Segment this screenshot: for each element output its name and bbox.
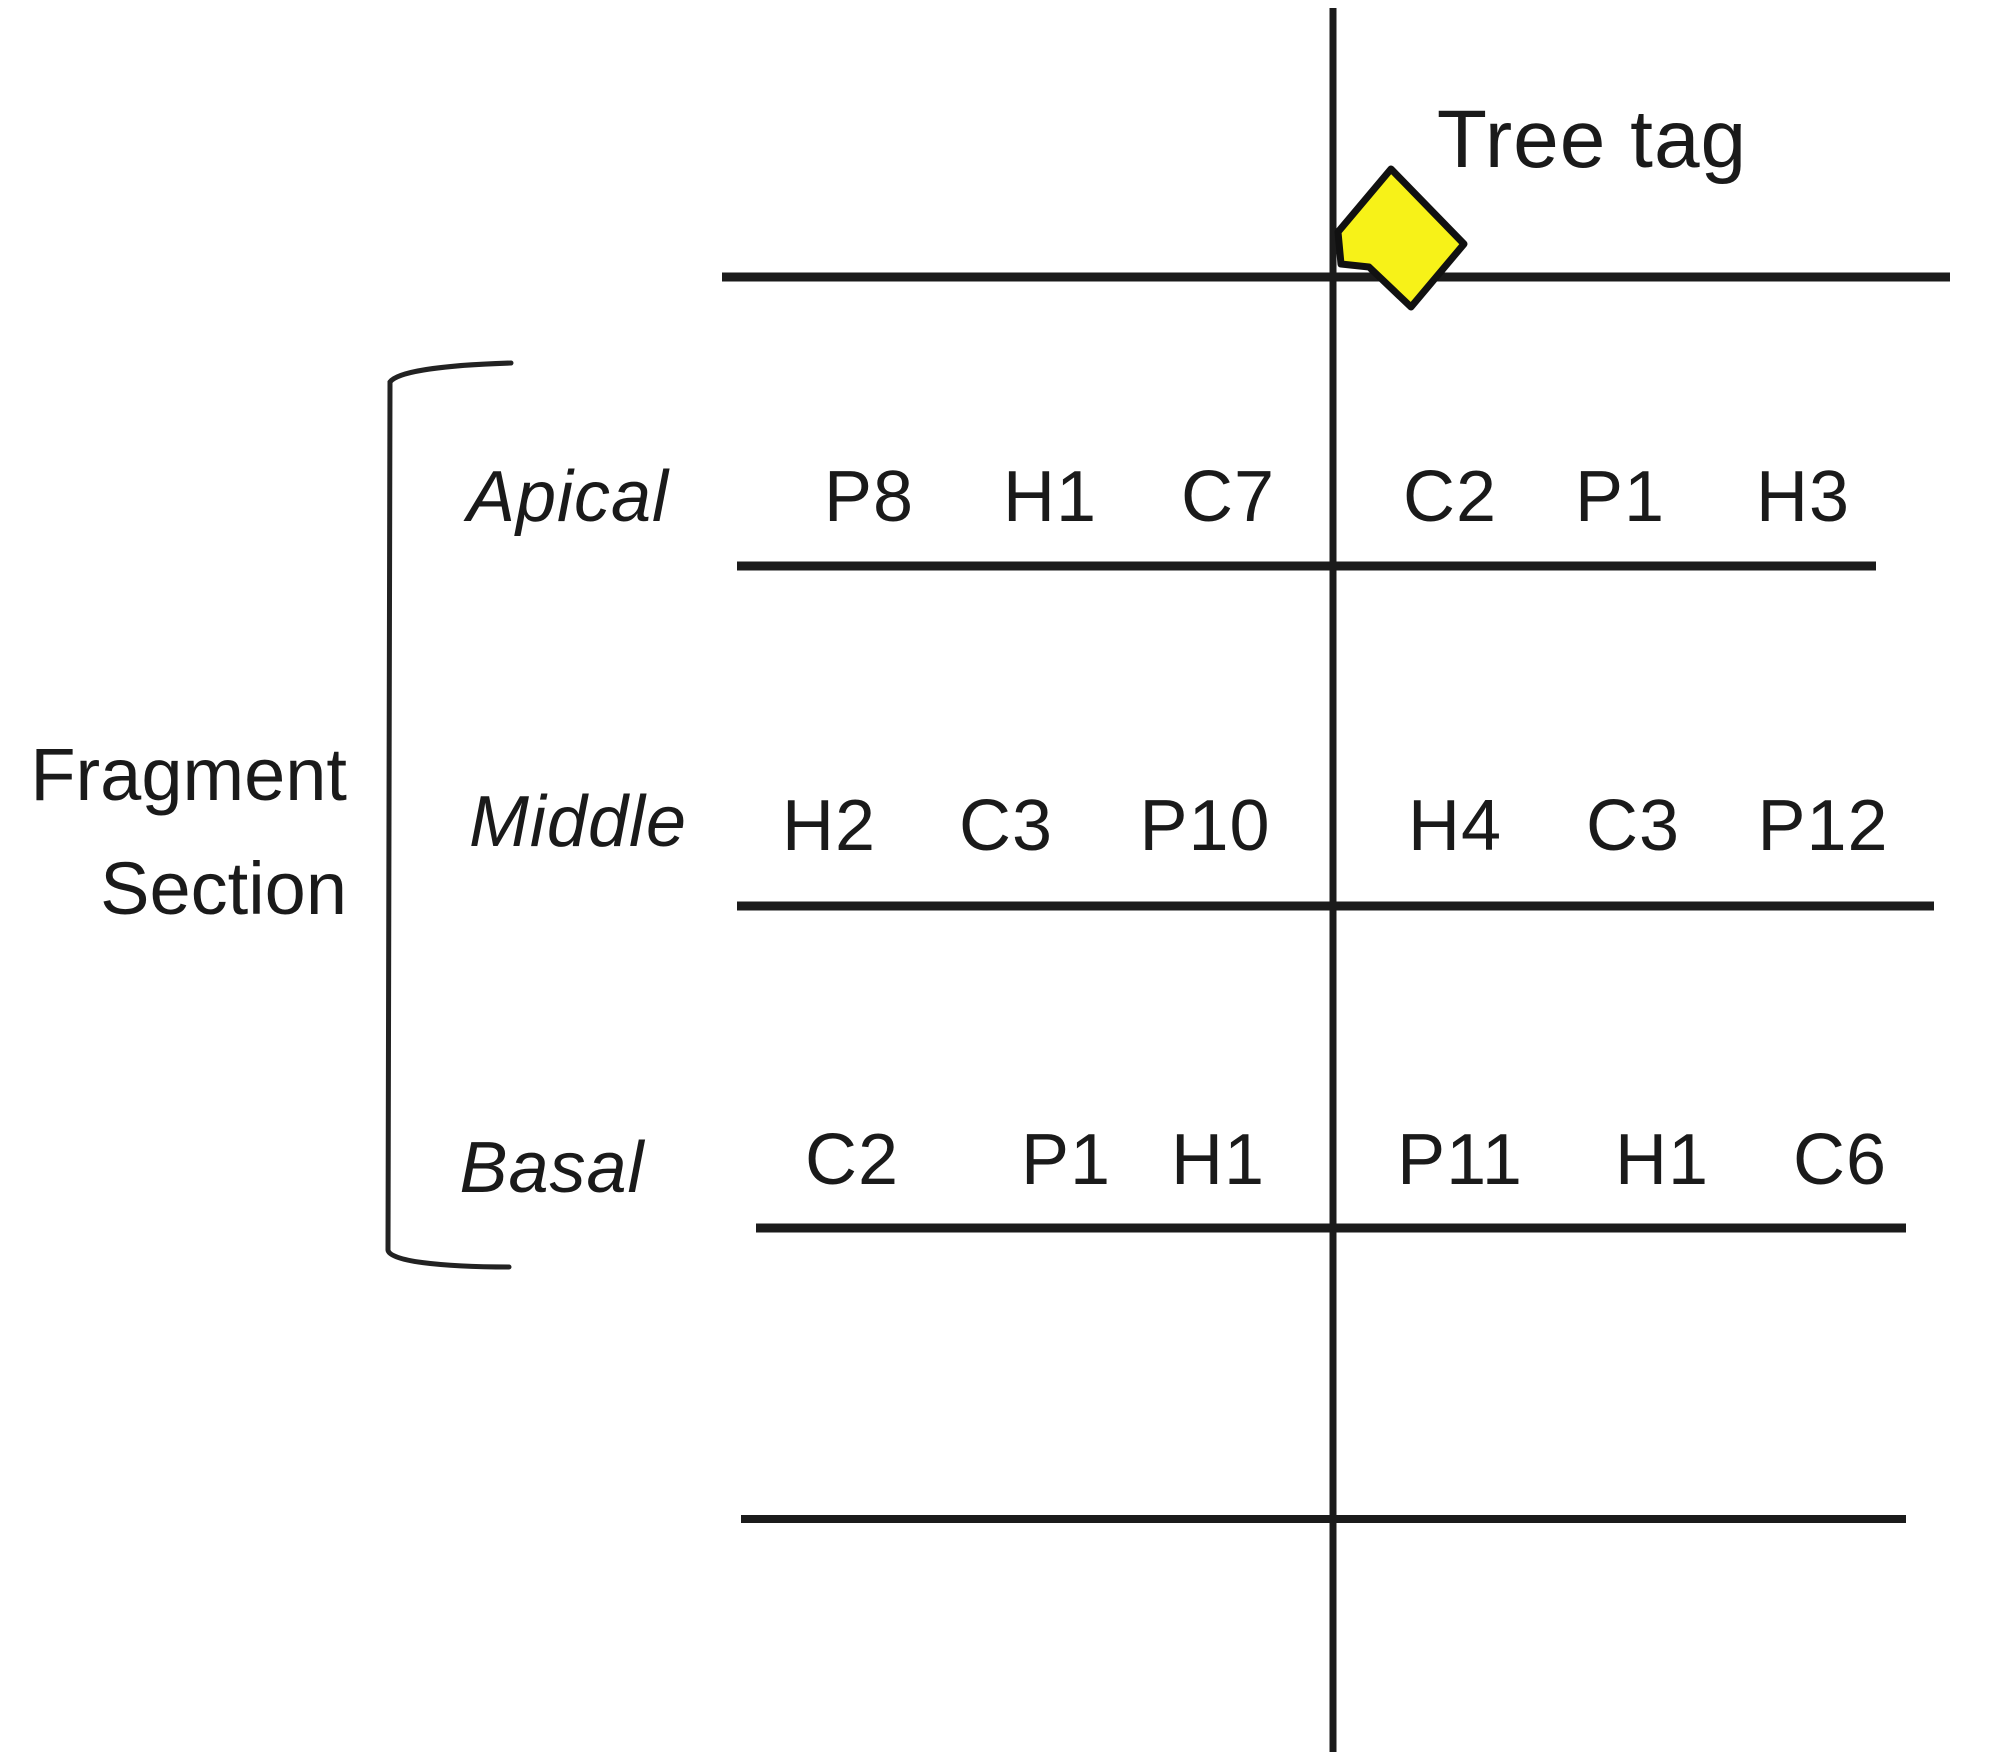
fragment-section-bracket [385, 360, 514, 1270]
code-apical-right-2: P1 [1574, 457, 1666, 537]
tree-tag-label: Tree tag [1436, 94, 1748, 185]
code-middle-left-2: C3 [958, 786, 1054, 866]
section-label-basal: Basal [459, 1128, 645, 1208]
code-apical-right-1: C2 [1402, 457, 1498, 537]
code-apical-left-3: C7 [1180, 457, 1276, 537]
code-middle-left-1: H2 [781, 786, 877, 866]
section-label-apical: Apical [466, 457, 670, 537]
code-basal-left-1: C2 [804, 1120, 900, 1200]
code-apical-left-2: H1 [1002, 457, 1098, 537]
tree-tag-icon [1334, 165, 1468, 311]
code-middle-right-1: H4 [1407, 786, 1503, 866]
code-middle-right-3: P12 [1757, 786, 1889, 866]
fragment-section-label-line1: Fragment [30, 733, 347, 816]
code-apical-left-1: P8 [823, 457, 915, 537]
code-basal-right-1: P11 [1397, 1120, 1523, 1200]
code-apical-right-3: H3 [1755, 457, 1851, 537]
code-basal-left-2: P1 [1020, 1120, 1112, 1200]
code-basal-right-3: C6 [1792, 1120, 1888, 1200]
code-middle-left-3: P10 [1139, 786, 1271, 866]
code-basal-right-2: H1 [1614, 1120, 1710, 1200]
code-basal-left-3: H1 [1170, 1120, 1266, 1200]
fragment-section-label: Fragment Section [5, 718, 347, 946]
fragment-section-label-line2: Section [100, 847, 347, 930]
section-label-middle: Middle [468, 782, 688, 862]
code-middle-right-2: C3 [1585, 786, 1681, 866]
